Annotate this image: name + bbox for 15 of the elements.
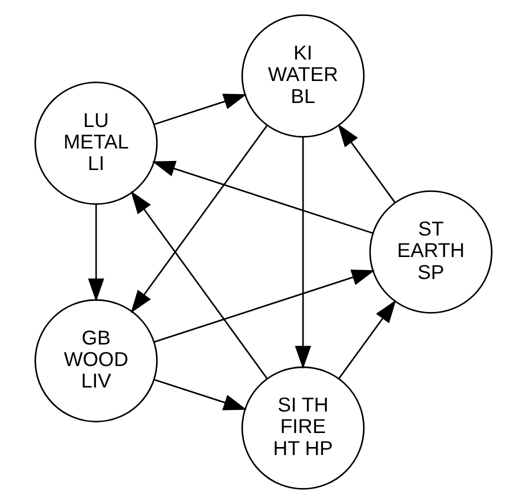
node-circle: GB WOOD LIV (34, 298, 158, 422)
node-circle: KI WATER BL (241, 14, 365, 138)
arrow (294, 136, 312, 368)
node-circle: ST EARTH SP (369, 190, 492, 314)
arrow (130, 124, 268, 313)
arrow (130, 190, 268, 378)
arrow (154, 93, 247, 125)
arrow (154, 378, 247, 410)
arrow (338, 299, 396, 378)
arrow (338, 123, 396, 202)
arrow (152, 160, 373, 234)
node-circle: SI TH FIRE HT HP (241, 366, 365, 490)
arrow (88, 204, 104, 302)
node-circle: LU METAL LI (34, 81, 158, 204)
arrow (154, 269, 375, 342)
